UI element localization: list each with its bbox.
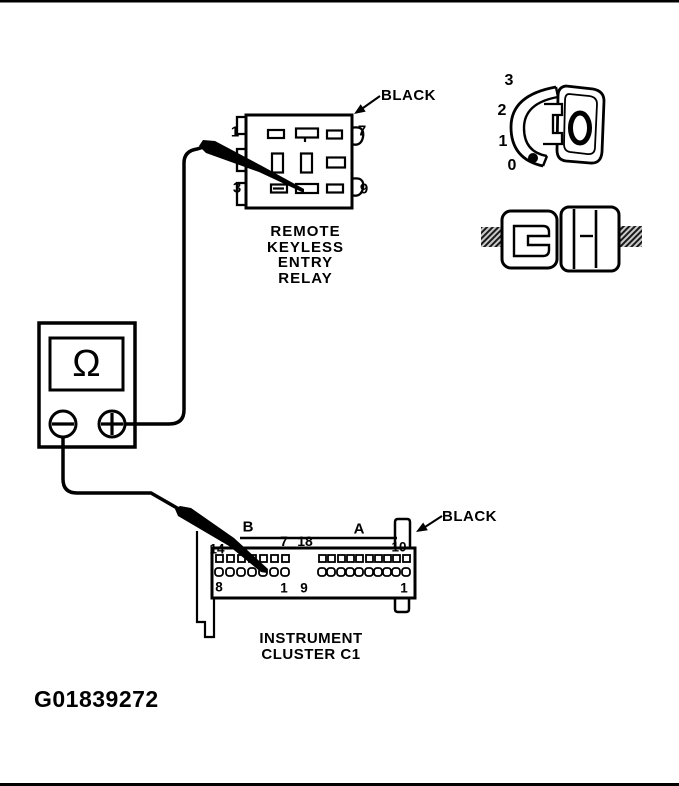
cluster-caption: INSTRUMENT CLUSTER C1 <box>250 631 372 662</box>
cluster-test-probe <box>175 506 268 573</box>
cluster-pin-label-1a: 1 <box>400 580 408 596</box>
female-connector-ribs <box>572 209 598 269</box>
leader-arrows <box>354 95 443 532</box>
relay-caption: REMOTE KEYLESS ENTRY RELAY <box>253 224 358 286</box>
relay-terminal-slots <box>266 127 347 195</box>
cluster-pin-label-1b: 1 <box>280 580 288 596</box>
cluster-black-arrowhead <box>416 522 428 532</box>
cluster-caption-line: INSTRUMENT <box>259 630 363 647</box>
ohm-symbol: Ω <box>72 342 101 385</box>
meter-display <box>48 336 125 392</box>
relay-test-probe <box>199 140 304 193</box>
cluster-pin-label-18: 18 <box>297 533 313 549</box>
relay-caption-line: KEYLESS <box>266 238 345 256</box>
scan-bottom-border <box>0 783 679 786</box>
relay-pin-label-1: 1 <box>230 123 240 141</box>
relay-black-leader <box>362 95 381 109</box>
relay-black-arrowhead <box>354 104 366 114</box>
cluster-section-label-b: B <box>242 518 254 536</box>
plus-terminal-icon <box>101 413 123 435</box>
cluster-pin-label-7: 7 <box>280 533 288 549</box>
relay-caption-line: REMOTE <box>270 223 341 240</box>
relay-pin-label-7: 7 <box>357 122 367 140</box>
positive-lead-wire <box>123 144 209 426</box>
cluster-bottom-tab <box>393 598 411 614</box>
inline-connector-illustration <box>481 205 642 273</box>
cluster-wire-color-label: BLACK <box>442 508 497 525</box>
negative-lead-wire <box>61 436 186 514</box>
relay-right-hook-bottom <box>350 177 365 197</box>
male-terminal-cavity <box>512 224 551 258</box>
relay-caption-line: RELAY <box>278 269 333 287</box>
male-connector-half <box>500 209 559 270</box>
cluster-pin-label-10: 10 <box>391 539 407 555</box>
relay-pin-label-9: 9 <box>359 180 369 198</box>
figure-id: G01839272 <box>34 686 159 712</box>
ignition-position-label-3: 3 <box>504 72 514 89</box>
female-connector-half <box>559 205 621 273</box>
lock-bezel-outer-arc <box>509 85 557 168</box>
ignition-position-label-1: 1 <box>498 133 508 150</box>
lock-face-notch <box>543 102 564 146</box>
cluster-pins-a <box>317 554 411 577</box>
cluster-top-tab <box>393 517 412 548</box>
ignition-position-label-2: 2 <box>497 102 507 119</box>
cluster-caption-line: CLUSTER C1 <box>261 645 361 663</box>
ignition-position-label-0: 0 <box>507 157 517 174</box>
cluster-pin-label-9: 9 <box>300 580 308 596</box>
cluster-left-bracket <box>195 531 216 639</box>
relay-pin-label-3: 3 <box>232 179 242 197</box>
relay-right-hook-top <box>350 126 365 146</box>
left-wire-stub <box>481 227 502 247</box>
relay-connector-drawing <box>235 113 365 210</box>
lock-bezel-inner-arc <box>522 95 559 158</box>
cluster-pin-label-8: 8 <box>215 579 223 595</box>
key-head-inner-line <box>563 93 598 156</box>
ohmmeter-drawing <box>37 321 137 449</box>
key-ring-hole <box>568 110 592 146</box>
ignition-lock-illustration <box>509 84 606 168</box>
cluster-pin-label-14: 14 <box>209 541 225 557</box>
relay-wire-color-label: BLACK <box>381 87 436 104</box>
instrument-cluster-connector-drawing <box>195 517 417 639</box>
cluster-section-label-a: A <box>353 520 365 538</box>
cluster-black-leader <box>424 515 443 528</box>
lock-position-dot <box>528 153 538 163</box>
right-wire-stub <box>618 226 642 247</box>
relay-caption-line: ENTRY <box>277 254 334 271</box>
scan-top-border <box>0 0 679 3</box>
test-lead-wires <box>61 144 209 514</box>
